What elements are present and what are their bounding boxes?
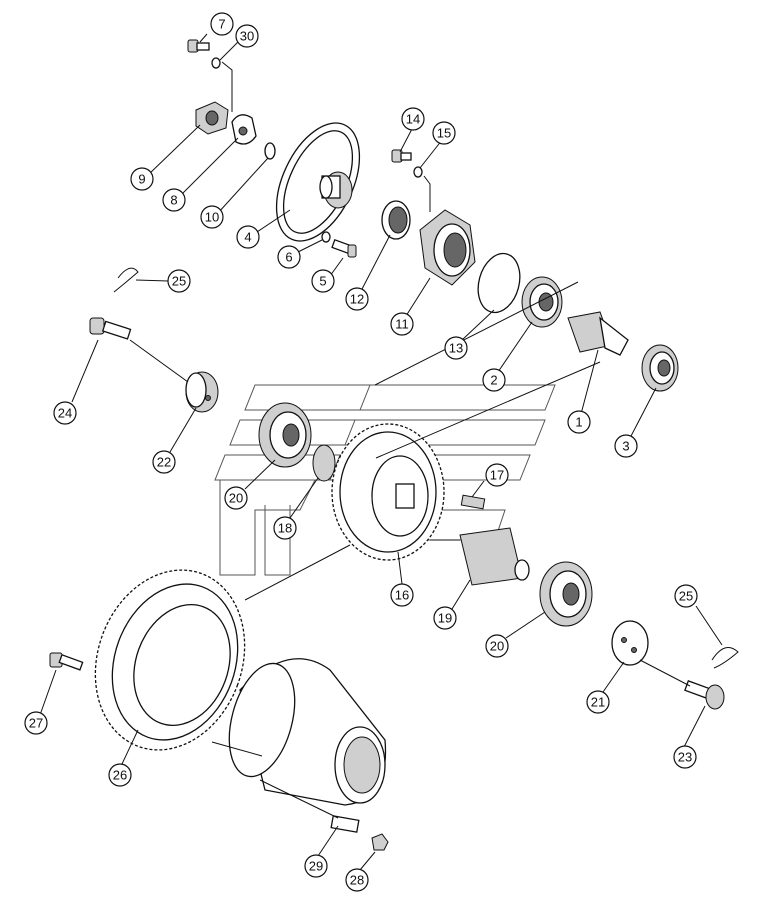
washer-30: [211, 57, 221, 69]
bearing-housing-11: [419, 209, 476, 286]
callout-1: 1: [567, 410, 591, 434]
callout-9: 9: [130, 167, 154, 191]
callout-19: 19: [433, 606, 457, 630]
callout-25b: 25: [674, 584, 698, 608]
o-ring-13: [477, 252, 521, 314]
svg-text:22: 22: [157, 455, 171, 470]
callout-21: 21: [586, 690, 610, 714]
svg-text:20: 20: [490, 639, 504, 654]
callout-16: 16: [390, 583, 414, 607]
callout-27: 27: [24, 711, 48, 735]
pin-25b: [711, 647, 739, 669]
callout-11: 11: [390, 312, 414, 336]
callout-20b: 20: [485, 634, 509, 658]
pinion-shaft-1: [567, 311, 629, 356]
callout-28: 28: [345, 868, 369, 892]
svg-text:21: 21: [591, 695, 605, 710]
washer-15: [413, 166, 423, 178]
svg-text:17: 17: [490, 468, 504, 483]
callout-24: 24: [53, 401, 77, 425]
svg-text:30: 30: [240, 29, 254, 44]
svg-text:27: 27: [29, 716, 43, 731]
bolt-14: [391, 149, 412, 163]
leader-lines: [39, 33, 723, 871]
callout-5: 5: [311, 269, 335, 293]
svg-text:2: 2: [490, 373, 497, 388]
bearing-20a: [258, 402, 312, 468]
svg-text:9: 9: [138, 172, 145, 187]
svg-text:25: 25: [172, 274, 186, 289]
svg-text:28: 28: [350, 873, 364, 888]
callout-23: 23: [673, 745, 697, 769]
callout-13: 13: [444, 336, 468, 360]
svg-text:6: 6: [285, 250, 292, 265]
bearing-3: [641, 344, 679, 392]
bolt-24: [89, 317, 132, 340]
svg-text:3: 3: [622, 439, 629, 454]
flange-cover-4: [275, 122, 361, 242]
callout-8: 8: [162, 188, 186, 212]
callout-25a: 25: [167, 269, 191, 293]
svg-text:19: 19: [438, 611, 452, 626]
seal-12: [381, 200, 411, 240]
cap-22: [185, 371, 219, 413]
svg-text:25: 25: [679, 589, 693, 604]
callout-20a: 20: [224, 486, 248, 510]
svg-text:24: 24: [58, 406, 72, 421]
callout-17: 17: [485, 463, 509, 487]
nut-9: [195, 101, 229, 135]
svg-text:29: 29: [309, 859, 323, 874]
svg-text:16: 16: [395, 588, 409, 603]
lock-plate-29: [330, 815, 360, 833]
bearing-20b: [539, 561, 593, 627]
pinion-19: [459, 527, 530, 586]
callout-10: 10: [200, 205, 224, 229]
bolt-27: [49, 652, 84, 671]
plate-8: [231, 114, 257, 145]
callout-14: 14: [401, 107, 425, 131]
svg-text:5: 5: [319, 274, 326, 289]
bolt-7: [187, 39, 210, 53]
svg-text:7: 7: [218, 17, 225, 32]
key-17: [460, 494, 486, 510]
svg-text:26: 26: [113, 768, 127, 783]
callout-30: 30: [235, 24, 259, 48]
differential-case: [228, 658, 387, 806]
svg-text:18: 18: [278, 521, 292, 536]
svg-text:1: 1: [575, 415, 582, 430]
washer-10: [264, 142, 276, 160]
svg-text:15: 15: [437, 126, 451, 141]
ring-gear-26: [94, 569, 246, 751]
svg-text:20: 20: [229, 491, 243, 506]
callout-29: 29: [304, 854, 328, 878]
spacer-18: [312, 444, 336, 482]
callout-7: 7: [210, 12, 234, 36]
bolt-5: [331, 239, 357, 258]
cap-21: [611, 620, 649, 666]
callout-26: 26: [108, 763, 132, 787]
callout-2: 2: [482, 368, 506, 392]
callout-12: 12: [345, 287, 369, 311]
gear-16: [331, 423, 445, 561]
svg-text:14: 14: [406, 112, 420, 127]
callout-18: 18: [273, 516, 297, 540]
callout-6: 6: [277, 245, 301, 269]
callout-3: 3: [614, 434, 638, 458]
bolt-23: [684, 680, 725, 710]
svg-text:23: 23: [678, 750, 692, 765]
svg-text:10: 10: [205, 210, 219, 225]
callout-22: 22: [152, 450, 176, 474]
washer-6: [321, 231, 331, 243]
svg-text:4: 4: [244, 230, 251, 245]
nut-28: [371, 833, 389, 851]
svg-text:12: 12: [350, 292, 364, 307]
svg-text:13: 13: [449, 341, 463, 356]
svg-text:11: 11: [395, 317, 409, 332]
svg-text:8: 8: [170, 193, 177, 208]
pin-25a: [113, 267, 139, 293]
callout-4: 4: [236, 225, 260, 249]
callout-15: 15: [432, 121, 456, 145]
bearing-2: [521, 276, 563, 328]
